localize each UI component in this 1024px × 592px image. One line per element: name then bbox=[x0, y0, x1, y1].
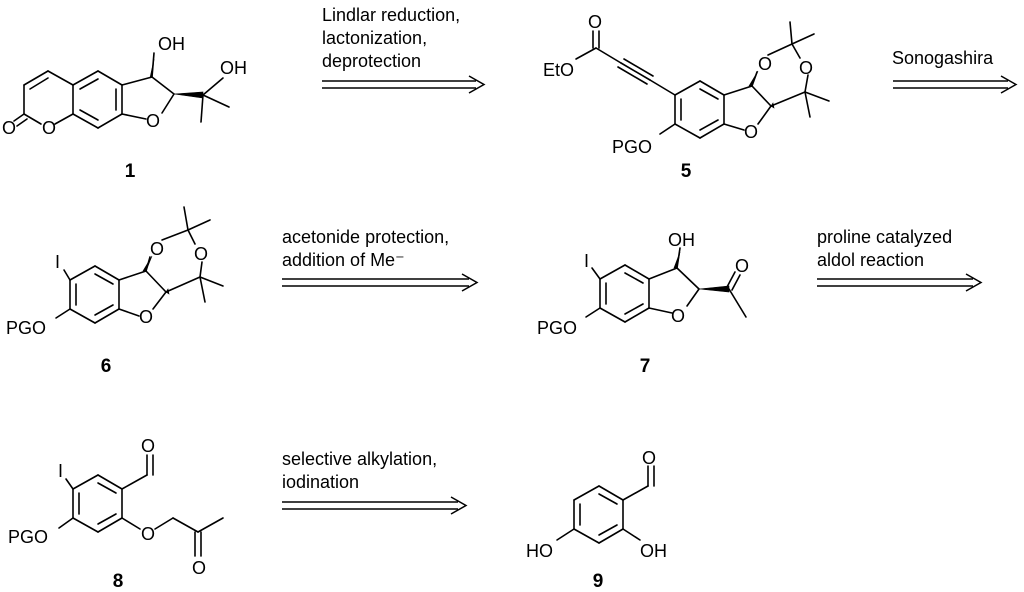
hydroxyl-label: OH bbox=[640, 541, 667, 561]
protected-oxygen-label: PGO bbox=[8, 527, 48, 547]
aldehyde-oxygen-label: O bbox=[141, 436, 155, 456]
protected-oxygen-label: PGO bbox=[537, 318, 577, 338]
step-condition-line: Sonogashira bbox=[892, 48, 994, 68]
compound-number: 6 bbox=[101, 356, 112, 377]
step-condition-line: addition of Me⁻ bbox=[282, 250, 405, 270]
compound-number: 1 bbox=[125, 161, 136, 182]
carbonyl-oxygen-label: O bbox=[192, 558, 206, 578]
step-condition-line: acetonide protection, bbox=[282, 227, 449, 247]
ring-oxygen-label: O bbox=[671, 306, 685, 326]
retro-arrow-4: proline catalyzed aldol reaction bbox=[817, 227, 983, 292]
carbonyl-oxygen-label: O bbox=[735, 256, 749, 276]
ring-oxygen-label: O bbox=[744, 122, 758, 142]
step-condition-line: Lindlar reduction, bbox=[322, 5, 460, 25]
hydroxyl-label: OH bbox=[158, 34, 185, 54]
ring-oxygen-label: O bbox=[42, 118, 56, 138]
compound-number: 5 bbox=[681, 161, 692, 182]
ether-oxygen-label: O bbox=[141, 524, 155, 544]
compound-7: I PGO OH O O 7 bbox=[537, 230, 749, 377]
retro-arrow-5: selective alkylation, iodination bbox=[282, 449, 468, 515]
hydroxyl-label: OH bbox=[668, 230, 695, 250]
retro-arrow-1: Lindlar reduction, lactonization, deprot… bbox=[322, 5, 486, 94]
compound-9: O HO OH 9 bbox=[526, 448, 667, 592]
protected-oxygen-label: PGO bbox=[612, 137, 652, 157]
ring-oxygen-label: O bbox=[146, 111, 160, 131]
step-condition-line: aldol reaction bbox=[817, 250, 924, 270]
iodine-label: I bbox=[584, 251, 589, 271]
hydroxyl-label: OH bbox=[220, 58, 247, 78]
step-condition-line: selective alkylation, bbox=[282, 449, 437, 469]
ring-oxygen-label: O bbox=[799, 58, 813, 78]
step-condition-line: deprotection bbox=[322, 51, 421, 71]
compound-6: I PGO O O O 6 bbox=[6, 206, 224, 377]
protected-oxygen-label: PGO bbox=[6, 318, 46, 338]
iodine-label: I bbox=[55, 252, 60, 272]
ring-oxygen-label: O bbox=[150, 239, 164, 259]
ethoxy-label: EtO bbox=[543, 60, 574, 80]
hydroxyl-label: HO bbox=[526, 541, 553, 561]
step-condition-line: lactonization, bbox=[322, 28, 427, 48]
step-condition-line: iodination bbox=[282, 472, 359, 492]
ring-oxygen-label: O bbox=[139, 307, 153, 327]
compound-number: 7 bbox=[640, 356, 651, 377]
aldehyde-oxygen-label: O bbox=[642, 448, 656, 468]
carbonyl-oxygen-label: O bbox=[588, 12, 602, 32]
compound-number: 8 bbox=[113, 571, 124, 592]
retro-arrow-3: acetonide protection, addition of Me⁻ bbox=[282, 227, 479, 292]
iodine-label: I bbox=[58, 461, 63, 481]
retro-arrow-2: Sonogashira bbox=[892, 48, 1018, 94]
compound-number: 9 bbox=[593, 571, 604, 592]
compound-5: O EtO PGO O O O 5 bbox=[543, 12, 830, 182]
step-condition-line: proline catalyzed bbox=[817, 227, 952, 247]
carbonyl-oxygen-label: O bbox=[2, 118, 16, 138]
compound-8: I PGO O O O 8 bbox=[8, 436, 224, 592]
compound-1: OH OH O O O 1 bbox=[2, 34, 247, 182]
ring-oxygen-label: O bbox=[194, 244, 208, 264]
ring-oxygen-label: O bbox=[758, 54, 772, 74]
